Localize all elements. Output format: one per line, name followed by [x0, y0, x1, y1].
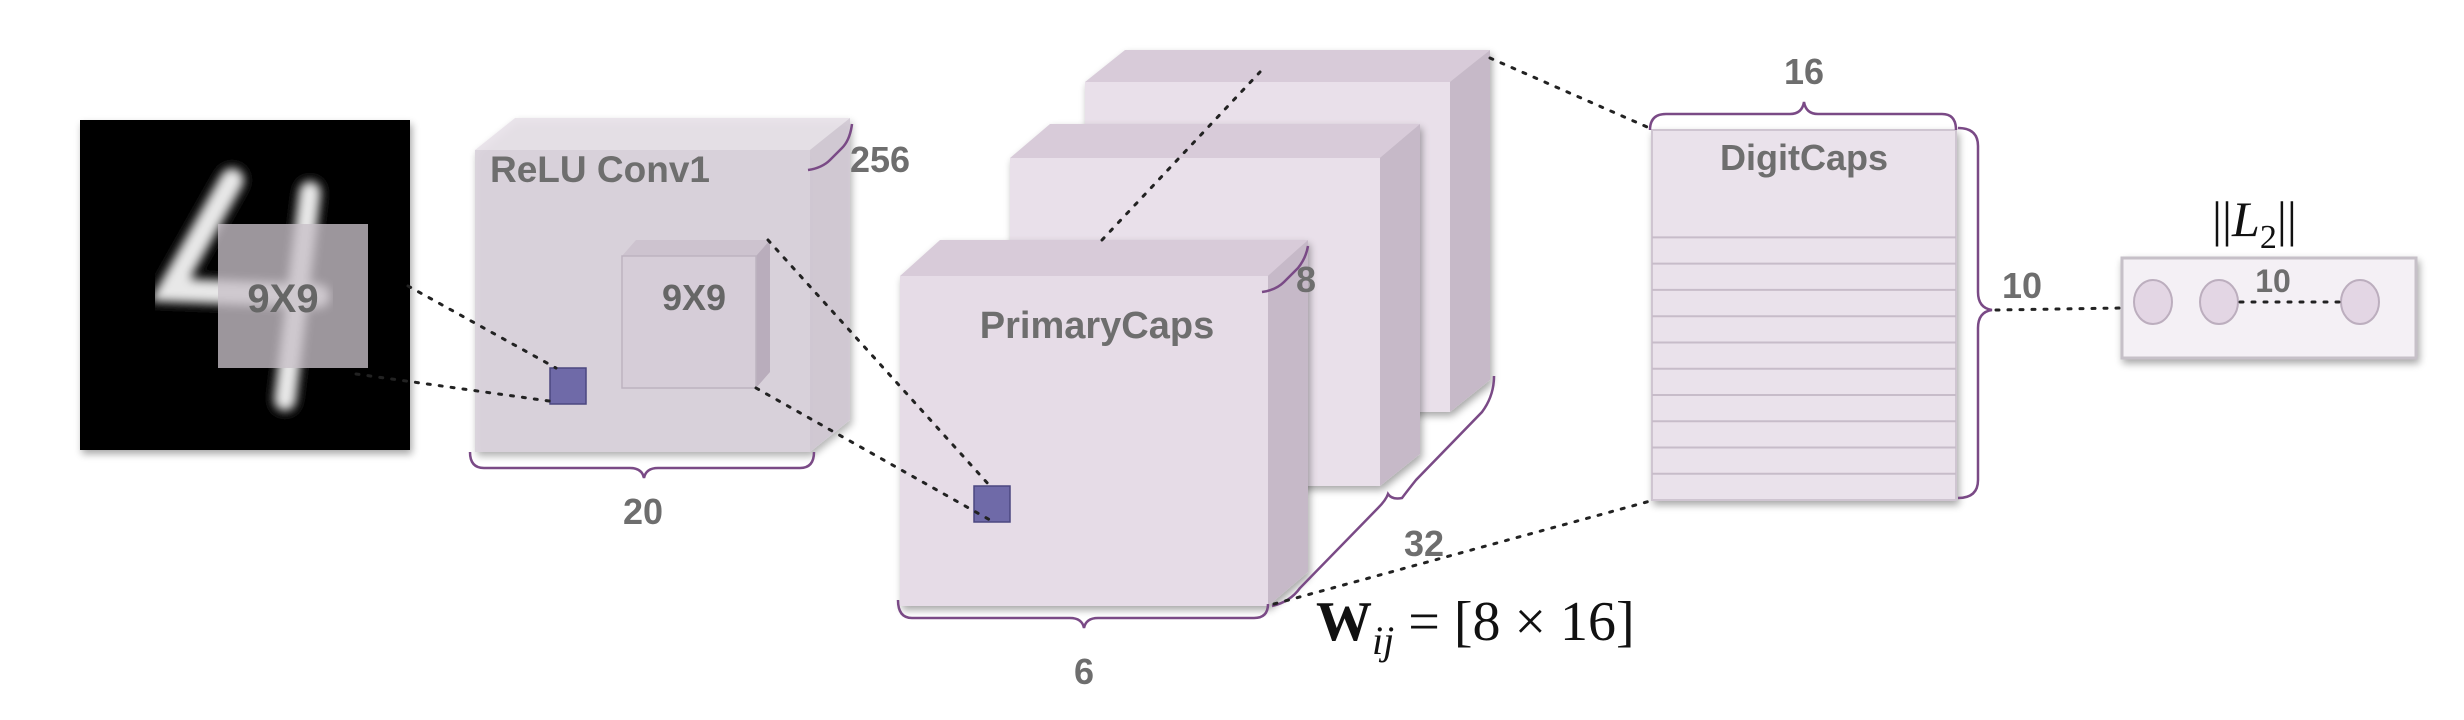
- output-capsule-circle: [2340, 279, 2380, 325]
- connector-lines: [354, 56, 2342, 606]
- conv1-width-bracket: [468, 451, 816, 479]
- primary-caps-width-label: 6: [1074, 651, 1094, 692]
- conv1-top-face: [475, 118, 850, 150]
- conv1-kernel-label: 9X9: [662, 277, 726, 318]
- connector-primary-internal: [1100, 70, 1262, 242]
- digit-caps-row-lines: [1652, 236, 1956, 475]
- primary-caps-unit-square: [973, 485, 1011, 523]
- primary-caps-title: PrimaryCaps: [980, 305, 1214, 347]
- input-image: 9X9: [80, 120, 410, 450]
- output-capsule-circles: [2133, 279, 2380, 325]
- connector-digitcaps-to-output: [1994, 306, 2124, 312]
- digit-caps-height-label: 10: [2002, 265, 2042, 306]
- conv1-inner-kernel: [621, 240, 770, 389]
- input-kernel-label: 9X9: [247, 277, 318, 321]
- output-norm-label: ||L2||: [2212, 191, 2297, 256]
- weight-equation-rhs: = [8 × 16]: [1394, 591, 1634, 653]
- norm-symbol: L: [2231, 191, 2260, 247]
- digit-caps-matrix: [1651, 129, 1957, 501]
- primary-caps-count-bracket: [1271, 375, 1496, 608]
- connector-input-to-conv1-top: [406, 284, 558, 370]
- primary-caps-depth-bracket: [1261, 245, 1310, 294]
- digit-caps-width-bracket: [1648, 101, 1958, 131]
- weight-subscript: ij: [1372, 618, 1394, 663]
- conv1-width-label: 20: [623, 491, 663, 532]
- weight-equation: Wij = [8 × 16]: [1316, 591, 1635, 663]
- output-capsule-circle: [2199, 279, 2239, 325]
- output-capsule-circle: [2133, 279, 2173, 325]
- norm-subscript: 2: [2260, 219, 2277, 256]
- conv1-title: ReLU Conv1: [490, 149, 710, 190]
- digit-caps-width-label: 16: [1784, 51, 1824, 92]
- connector-input-to-conv1-bottom: [354, 372, 558, 404]
- digit-caps-title: DigitCaps: [1720, 137, 1888, 178]
- primary-caps-count-label: 32: [1404, 523, 1444, 564]
- conv1-unit-square: [549, 367, 587, 405]
- connector-conv1-to-primary-bottom: [754, 386, 992, 522]
- output-connector-label: 10: [2255, 263, 2291, 299]
- primary-caps-depth-label: 8: [1296, 259, 1316, 300]
- input-kernel-window: [218, 224, 368, 368]
- primary-caps-width-bracket: [896, 599, 1270, 629]
- weight-symbol: W: [1316, 591, 1372, 653]
- connector-primary-to-digitcaps-bottom: [1272, 498, 1656, 606]
- conv1-depth-label: 256: [850, 139, 910, 180]
- norm-open: ||: [2212, 191, 2232, 247]
- connector-conv1-to-primary-top: [766, 238, 992, 488]
- conv1-depth-bracket: [807, 123, 854, 172]
- primary-caps-front-block: [900, 240, 1308, 606]
- conv1-side-face: [810, 118, 850, 452]
- connector-primary-to-digitcaps-top: [1488, 56, 1656, 132]
- norm-close: ||: [2277, 191, 2297, 247]
- digit-caps-height-bracket: [1957, 126, 1993, 500]
